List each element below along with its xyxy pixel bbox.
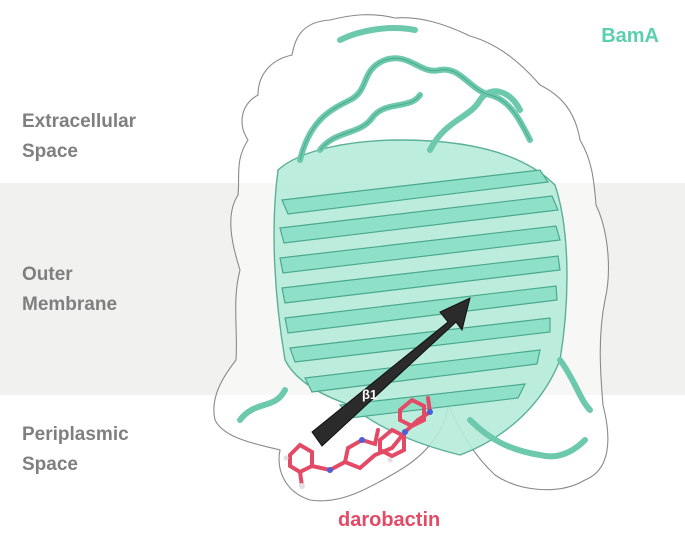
protein-name-label: BamA: [601, 25, 659, 48]
beta1-strand-label: β1: [362, 387, 377, 402]
extracellular-space-label: Extracellular Space: [22, 107, 136, 167]
outer-membrane-label: Outer Membrane: [22, 260, 117, 320]
ligand-name-label: darobactin: [338, 509, 440, 532]
periplasmic-space-label: Periplasmic Space: [22, 420, 129, 480]
